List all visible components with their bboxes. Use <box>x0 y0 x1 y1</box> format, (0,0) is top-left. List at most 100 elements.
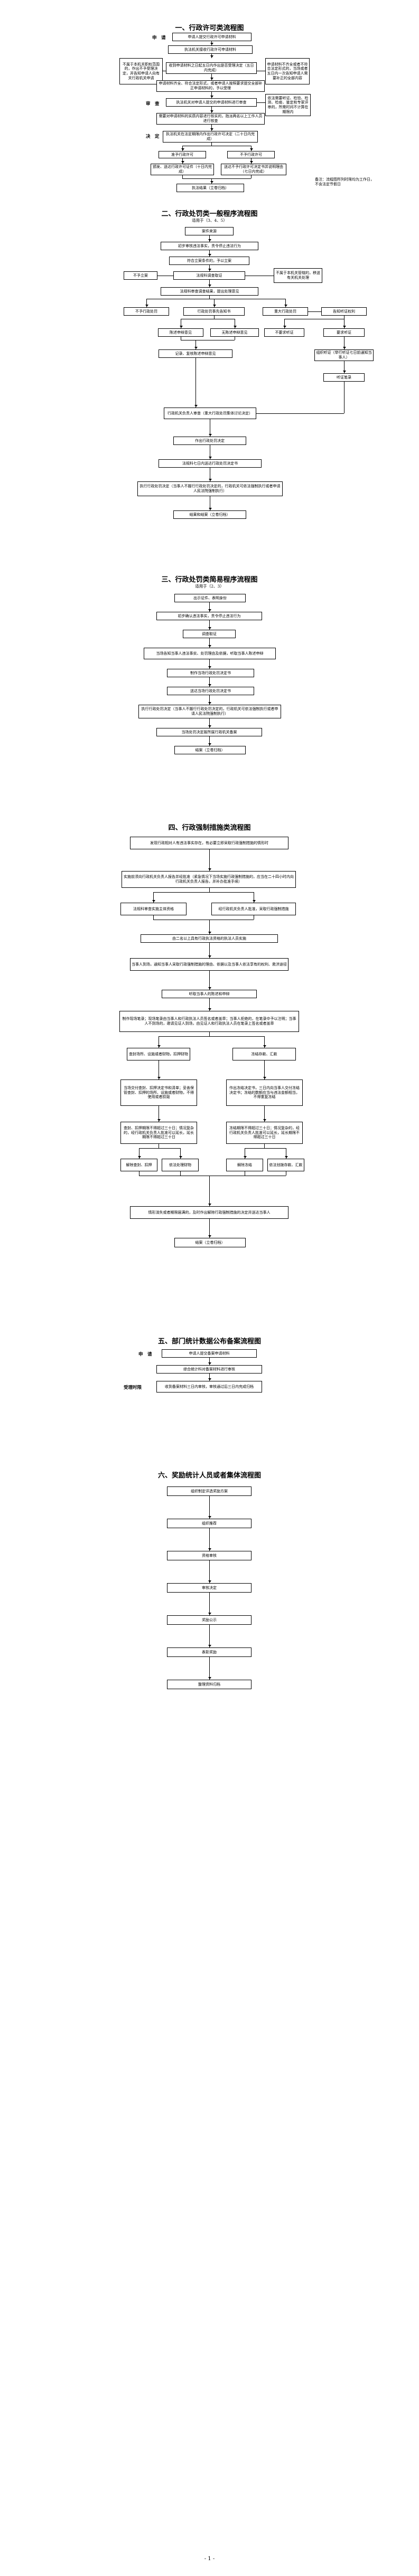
flow-node-penalty-decision: 作出行政处罚决定 <box>173 437 246 445</box>
flow-node-archive-result: 执法结果（立卷归档） <box>176 184 244 192</box>
section-penalty-general-flowchart: 二、行政处罚类一般程序流程图 适用于（3、4、5） 案件来源 初步审核违法事实，… <box>0 207 419 524</box>
connector-line <box>139 1148 180 1149</box>
flow-node-freeze-procedure: 作出冻结决定书，三日内向当事人交付冻结决定书；冻结的数额应当与违法金额相当，不得… <box>226 1079 303 1106</box>
flow-node-case-source: 案件来源 <box>185 227 234 235</box>
flow-node-verify-content: 需要对申请材料的实质内容进行核实的，指派两名以上工作人员进行核查 <box>156 113 265 125</box>
flow-node-release-freeze: 解除冻结 <box>226 1159 263 1171</box>
flow-node-major-penalty: 重大行政处罚 <box>263 307 308 316</box>
flow-node-filing-time-limit: 收到备案材料三日内审核，审核通过后三日内完成归档 <box>156 1381 262 1393</box>
flow-node-lift-measures: 情形消失或者期限届满的，及时作出解除行政强制措施的决定并送达当事人 <box>130 1206 288 1219</box>
arrow-down <box>263 1060 266 1079</box>
flow-node-review-filing: 综合统计科对备案材料进行审核 <box>156 1365 262 1374</box>
flow-node-time-excluded: 依法需要听证、检验、检测、检疫、鉴定和专家评审的，所需时间不计算在期限内 <box>265 94 311 116</box>
arrow-down <box>208 943 211 958</box>
arrow-down <box>208 1625 211 1647</box>
section-title: 三、行政处罚类简易程序流程图 <box>161 576 258 584</box>
section-title: 六、奖励统计人员或者集体流程图 <box>157 1472 261 1480</box>
section-reward-flowchart: 六、奖励统计人员或者集体流程图 组织制定评选奖励方案 组织推荐 资格审核 审核决… <box>0 1469 419 1696</box>
arrow-down <box>208 602 211 612</box>
section-statistics-filing-flowchart: 五、部门统计数据公布备案流程图 申 请 申请人提交备案申请材料 综合统计科对备案… <box>0 1334 419 1403</box>
flow-node-no-statement: 无陈述申辩意见 <box>210 328 259 337</box>
connector-line <box>180 1171 181 1176</box>
arrow-down <box>179 1148 182 1159</box>
flow-node-seize-time-limit: 查封、扣押期限不得超过三十日；情况复杂的，经行政机关负责人批准可以延长，延长期限… <box>120 1122 197 1144</box>
arrow-down <box>208 971 211 990</box>
stage-label-apply: 申 请 <box>152 35 166 41</box>
section-license-flowchart: 一、行政许可类流程图 申 请 申请人提交行政许可申请材料 执法机关接收行政许可申… <box>0 20 419 202</box>
flow-node-seal-seize: 查封场所、设施或者财物，扣押财物 <box>127 1048 190 1060</box>
flow-node-enforce-decision: 执行行政处罚决定（当事人不履行行政处罚决定的，行政机关可依法强制执行或者申请人民… <box>137 481 283 496</box>
connector-line <box>245 1148 286 1149</box>
flow-node-investigate: 法规科调查取证 <box>173 271 245 280</box>
flow-node-grant-license: 准予行政许可 <box>159 151 206 158</box>
arrow-down <box>208 1219 211 1238</box>
flow-node-supplement-materials: 申请材料不齐全或者不符合法定形式的，当场或者五日内一次告知申请人需要补正的全部内… <box>265 58 310 84</box>
flow-node-serve-denial: 送达不予行政许可决定书并说明理由（七日内完成） <box>221 164 286 175</box>
flow-node-reward-publicity: 奖励公示 <box>167 1615 252 1625</box>
arrow-down <box>208 235 211 242</box>
section-compulsory-measures-flowchart: 四、行政强制措施类流程图 发现行政相对人有违法事实存在，有必要立即采取行政强制措… <box>0 821 419 1251</box>
arrow-down <box>208 1657 211 1680</box>
arrow-down <box>181 158 184 164</box>
arrow-down <box>208 998 211 1011</box>
arrow-down <box>145 299 148 307</box>
arrow-down <box>210 92 213 98</box>
arrow-down <box>208 677 211 687</box>
connector-line <box>308 311 321 312</box>
flow-node-review-materials: 执法机关对申请人提交的申请材料进行审查 <box>166 98 257 107</box>
connector-line <box>209 296 210 299</box>
flow-node-chief-review: 行政机关负责人审查（重大行政处罚集体讨论决定） <box>164 408 256 419</box>
arrow-down <box>212 299 216 307</box>
flow-node-no-hearing-request: 不要求听证 <box>264 328 304 337</box>
section-title: 五、部门统计数据公布备案流程图 <box>157 1338 261 1346</box>
arrow-down <box>208 1176 211 1206</box>
section-penalty-summary-flowchart: 三、行政处罚类简易程序流程图 适用于（2、3） 出示证件、表明身份 初步确认违法… <box>0 573 419 757</box>
arrow-down <box>208 620 211 630</box>
flow-node-report-approval: 实施前须向行政机关负责人报告并经批准（紧急情况下当场实施行政强制措施的，应当在二… <box>122 871 296 888</box>
connector-line <box>257 102 265 103</box>
flow-node-report-record: 当场处罚决定报所属行政机关备案 <box>156 728 262 736</box>
flow-node-prior-notice: 行政处罚事先告知书 <box>183 307 245 316</box>
connector-line <box>209 888 210 892</box>
section-title: 一、行政许可类流程图 <box>175 24 244 32</box>
arrow-down <box>210 41 213 45</box>
flow-node-hear-statement: 听取当事人的陈述和申辩 <box>162 990 257 998</box>
arrow-down <box>208 659 211 669</box>
flow-node-hearing-request: 要求听证 <box>323 328 365 337</box>
flow-node-make-decision: 执法机关在法定期限内作出行政许可决定（二十日内完成） <box>163 131 258 143</box>
connector-line <box>182 178 251 179</box>
flow-node-close-case: 结果和结案（立卷归档） <box>173 510 246 519</box>
flow-node-deny-license: 不予行政许可 <box>227 151 275 158</box>
arrow-down <box>208 1358 211 1365</box>
section-title: 四、行政强制措施类流程图 <box>168 824 251 832</box>
connector-line <box>209 1032 210 1036</box>
arrow-down <box>210 178 213 184</box>
arrow-down <box>208 265 211 271</box>
flow-node-close-case: 结案（立卷归档） <box>174 1238 246 1247</box>
flow-node-issue-certificate: 颁发、送达行政许可证件（十日内完成） <box>151 164 214 175</box>
page-number: - 1 - <box>204 2556 215 2562</box>
arrow-down <box>208 736 211 746</box>
arrow-down <box>152 892 155 903</box>
arrow-down <box>263 1036 266 1048</box>
arrow-down <box>208 1593 211 1615</box>
flow-node-submit-filing: 申请人提交备案申请材料 <box>162 1349 257 1358</box>
flow-node-reject-outside-scope: 不属于本机关职权范围的，作出不予受理决定，并告知申请人向有关行政机关申请 <box>119 58 163 84</box>
arrow-down <box>208 695 211 705</box>
flow-node-transfer-funds: 依法划拨存款、汇款 <box>267 1159 304 1171</box>
section-title: 二、行政处罚类一般程序流程图 <box>161 210 258 218</box>
flow-node-investigate: 调查取证 <box>183 630 236 638</box>
arrow-down <box>210 125 213 131</box>
arrow-down <box>208 280 211 287</box>
flow-node-transfer-case: 不属于本机关管辖的，移送有关机关处理 <box>274 268 322 283</box>
flow-node-onsite-notify: 当场告知当事人违法事实、处罚理由及依据，听取当事人陈述申辩 <box>144 648 276 659</box>
flow-node-notify-party: 当事人到场，通知当事人采取行政强制措施的理由、依据以及当事人依法享有的权利、救济… <box>130 958 288 971</box>
arrow-down <box>284 299 287 307</box>
connector-line <box>153 892 254 893</box>
arrow-down <box>210 74 213 80</box>
section-subtitle: 适用于（2、3） <box>195 584 224 589</box>
flow-node-show-credentials: 出示证件、表明身份 <box>174 594 246 602</box>
flow-node-initial-review: 初步审核违法事实，责令停止违法行为 <box>161 242 258 250</box>
flow-node-qualification-review: 法规科审查实施主体资格 <box>120 903 187 915</box>
